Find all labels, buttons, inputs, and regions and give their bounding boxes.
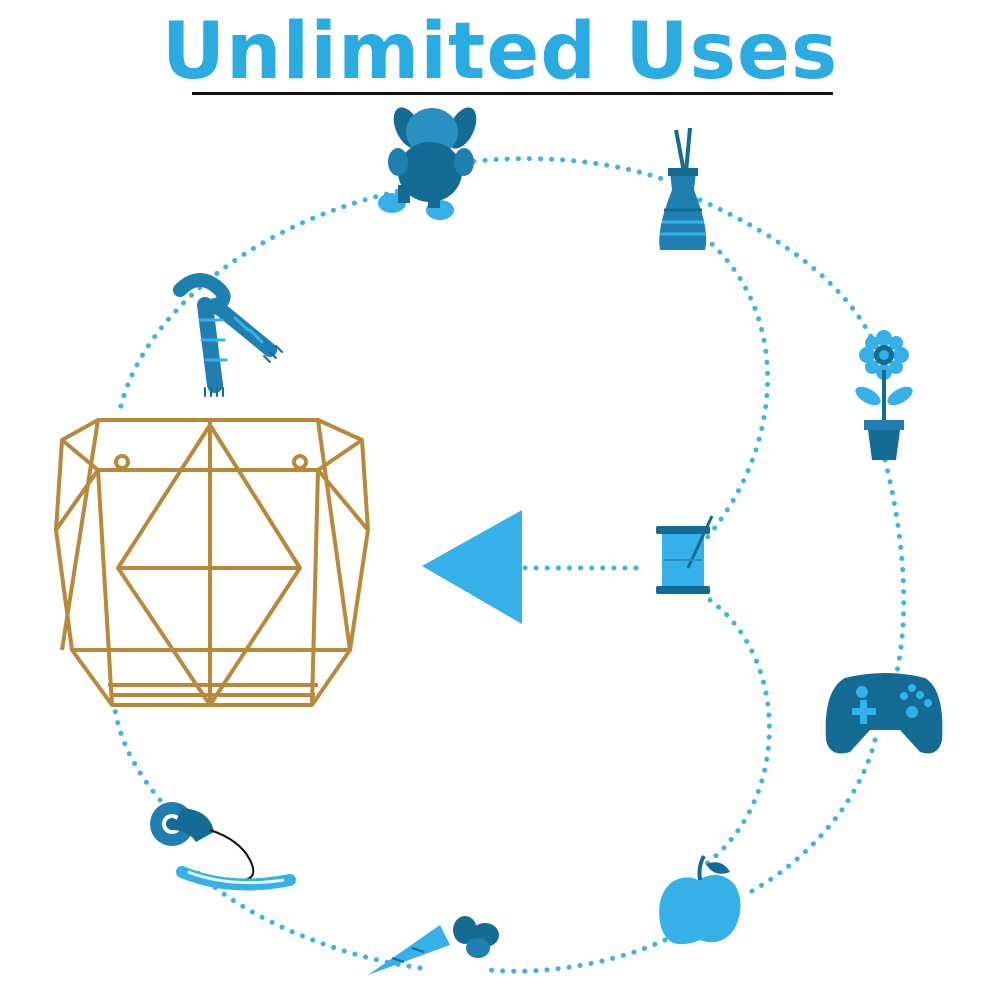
vase-icon bbox=[659, 127, 707, 250]
apple-icon bbox=[659, 854, 741, 945]
potted-flower-icon bbox=[855, 330, 913, 460]
arrow-left-icon bbox=[422, 510, 522, 624]
scarf-icon bbox=[173, 273, 283, 397]
wire-basket bbox=[54, 418, 370, 707]
dog-leash-icon bbox=[150, 802, 296, 891]
game-controller-icon bbox=[825, 673, 943, 754]
title-underline bbox=[192, 92, 833, 95]
carrot-icon bbox=[368, 916, 499, 975]
headline: Unlimited Uses bbox=[161, 7, 839, 97]
plush-bunny-icon bbox=[378, 107, 477, 220]
thread-spool-icon bbox=[656, 515, 714, 594]
